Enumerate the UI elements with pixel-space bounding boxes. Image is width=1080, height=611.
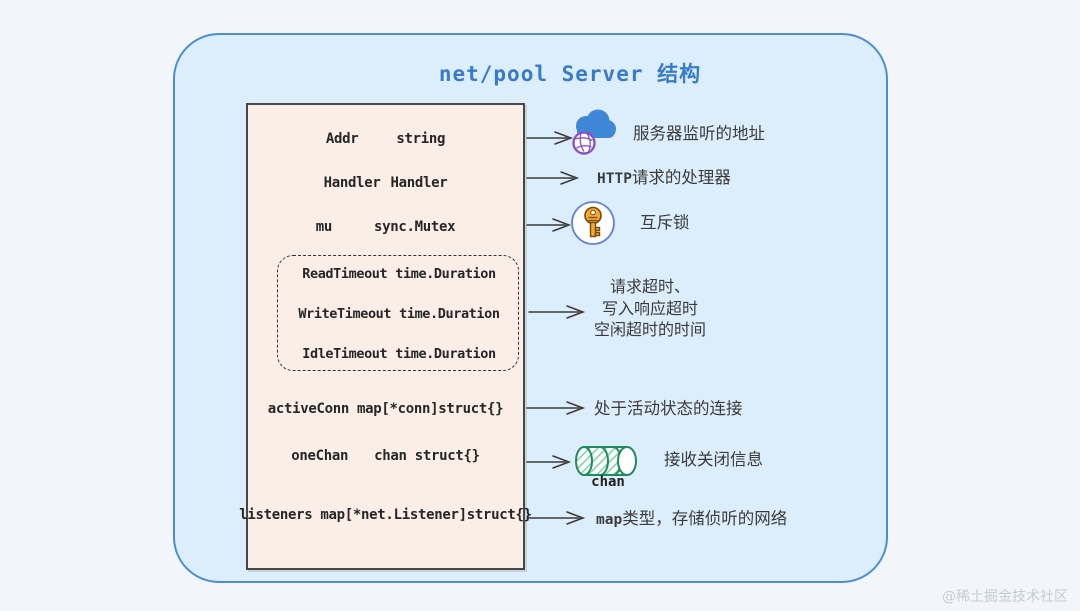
struct-field-mu: mu sync.Mutex: [223, 219, 548, 235]
annotation-timeouts-line1: 请求超时、: [609, 277, 690, 296]
field-type: time.Duration: [399, 306, 500, 322]
field-name: Handler: [323, 175, 381, 191]
annotation-timeouts-line2: 写入响应超时: [601, 298, 698, 318]
field-type: chan struct{}: [374, 448, 480, 464]
cloud-globe-icon: [572, 109, 616, 155]
struct-field-handler: Handler Handler: [223, 175, 548, 191]
annotation-listeners-text: 类型，存储侦听的网络: [622, 509, 788, 528]
annotation-timeouts: 请求超时、 写入响应超时 空闲超时的时间: [575, 276, 725, 341]
page-title: net/pool Server 结构: [438, 62, 702, 86]
field-type: map[*conn]struct{}: [356, 401, 504, 417]
annotation-mu: 互斥锁: [640, 213, 690, 232]
annotation-handler: HTTP请求的处理器: [597, 168, 731, 189]
field-name: Addr: [325, 131, 359, 147]
field-type: time.Duration: [395, 266, 496, 282]
arrow-addr: [526, 131, 574, 145]
arrow-timeouts: [528, 305, 586, 319]
chan-label: chan: [591, 474, 625, 490]
field-type: map[*net.Listener]struct{}: [320, 507, 532, 523]
arrow-onechan: [526, 455, 572, 469]
timeout-group-box: ReadTimeout time.Duration WriteTimeout t…: [277, 255, 519, 371]
annotation-listeners: map类型，存储侦听的网络: [596, 509, 787, 530]
key-icon: [571, 201, 615, 245]
annotation-onechan: 接收关闭信息: [664, 450, 763, 469]
arrow-activeconn: [526, 401, 586, 415]
field-type: string: [396, 131, 446, 147]
watermark: @稀土掘金技术社区: [942, 589, 1068, 605]
struct-field-onechan: oneChan chan struct{}: [223, 448, 548, 464]
arrow-handler: [526, 171, 580, 185]
arrow-listeners: [528, 511, 586, 525]
struct-field-addr: Addr string: [223, 131, 548, 147]
annotation-handler-prefix: HTTP: [597, 171, 632, 187]
struct-field-readtimeout: ReadTimeout time.Duration: [274, 266, 524, 282]
annotation-activeconn: 处于活动状态的连接: [594, 399, 743, 418]
annotation-addr: 服务器监听的地址: [633, 124, 765, 143]
field-name: ReadTimeout: [302, 266, 388, 282]
struct-field-idletimeout: IdleTimeout time.Duration: [274, 346, 524, 362]
field-type: sync.Mutex: [373, 219, 456, 235]
channel-cylinder-icon: [575, 446, 637, 476]
field-name: WriteTimeout: [298, 306, 392, 322]
struct-field-writetimeout: WriteTimeout time.Duration: [274, 306, 524, 322]
field-type: Handler: [390, 175, 448, 191]
annotation-listeners-prefix: map: [596, 512, 623, 528]
arrow-mu: [526, 218, 572, 232]
field-name: oneChan: [291, 448, 349, 464]
struct-field-activeconn: activeConn map[*conn]struct{}: [223, 401, 548, 417]
annotation-handler-text: 请求的处理器: [631, 168, 731, 187]
field-name: listeners: [239, 507, 313, 523]
field-name: IdleTimeout: [302, 346, 388, 362]
struct-box: Addr string Handler Handler mu sync.Mute…: [239, 103, 532, 570]
struct-field-listeners: listeners map[*net.Listener]struct{}: [223, 507, 548, 523]
field-name: mu: [315, 219, 333, 235]
field-name: activeConn: [267, 401, 350, 417]
annotation-timeouts-line3: 空闲超时的时间: [593, 320, 706, 339]
field-type: time.Duration: [395, 346, 496, 362]
